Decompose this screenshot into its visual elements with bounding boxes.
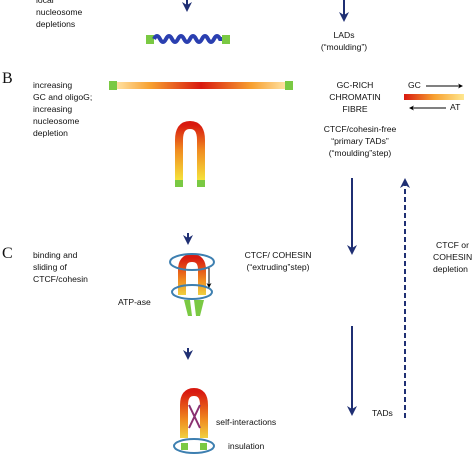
caption-b-line1: increasing	[33, 80, 73, 90]
insulation-ring	[173, 438, 215, 454]
primary-tads-line1: CTCF/cohesin-free	[323, 124, 397, 134]
caption-b-line5: depletion	[33, 128, 68, 138]
caption-a-line2: nucleosome	[36, 7, 83, 17]
atpase-label: ATP-ase	[118, 297, 151, 307]
caption-c-line1: binding and	[33, 250, 78, 260]
legend-gc-label: GC	[408, 80, 421, 90]
gc-rich-fibre-bar	[109, 81, 293, 90]
caption-b-line4: nucleosome	[33, 116, 80, 126]
legend-at-label: AT	[450, 102, 461, 112]
cohesin-ring-bottom	[171, 284, 213, 300]
caption-a-line1: local	[36, 0, 54, 5]
fibre-label-line2: CHROMATIN	[329, 92, 381, 102]
fibre-label-line3: FIBRE	[342, 104, 368, 114]
primary-tads-line2: “primary TADs”	[331, 136, 389, 146]
primary-tads-line3: (“moulding”step)	[328, 148, 392, 158]
caption-b-line2: GC and oligoG;	[33, 92, 93, 102]
tads-label: TADs	[372, 408, 393, 418]
self-interactions-label: self-interactions	[216, 417, 277, 427]
depletion-line2: COHESIN	[433, 252, 473, 262]
extruding-line1: CTCF/ COHESIN	[244, 250, 312, 260]
fibre-label-line1: GC-RICH	[336, 80, 374, 90]
extruding-line2: (“extruding”step)	[246, 262, 310, 272]
caption-c-line3: CTCF/cohesin	[33, 274, 88, 284]
caption-c-line2: sliding of	[33, 262, 67, 272]
depletion-line1: CTCF or	[436, 240, 469, 250]
hairpin-loop	[175, 120, 205, 187]
tad-self-interaction-loop	[173, 387, 215, 454]
section-letter-b: B	[2, 70, 13, 87]
cohesin-ring-top	[169, 253, 215, 271]
coiled-chromatin-fibre	[146, 34, 230, 44]
lads-label: LADs	[333, 30, 355, 40]
gc-at-legend	[404, 83, 464, 111]
insulation-label: insulation	[228, 441, 265, 451]
depletion-line3: depletion	[433, 264, 468, 274]
lads-moulding-label: (“moulding”)	[320, 42, 368, 52]
caption-b-line3: increasing	[33, 104, 73, 114]
caption-a-line3: depletions	[36, 19, 76, 29]
section-letter-c: C	[2, 245, 13, 262]
cohesin-extrusion-complex	[169, 253, 215, 316]
